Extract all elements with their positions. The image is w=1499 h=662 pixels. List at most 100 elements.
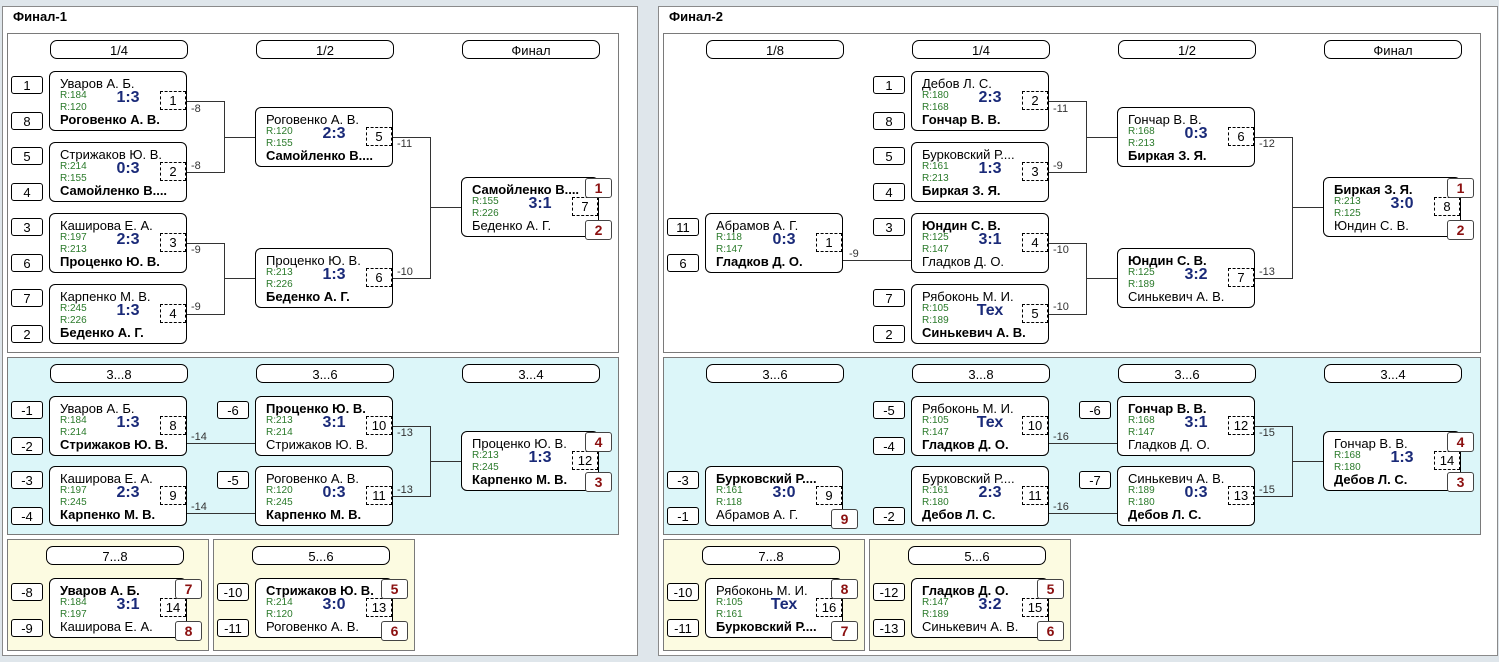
player-1-name: Гончар В. В. (1128, 112, 1202, 127)
round-header: 1/8 (706, 40, 844, 59)
loser-route-label: -15 (1259, 427, 1275, 439)
player-2-name: Дебов Л. С. (1128, 507, 1202, 522)
loser-route-label: -15 (1259, 484, 1275, 496)
player-2-name: Дебов Л. С. (1334, 472, 1408, 487)
loser-route-label: -13 (397, 484, 413, 496)
player-2-name: Гладков Д. О. (922, 437, 1009, 452)
loser-route-label: -9 (849, 248, 859, 260)
seed-box: 3 (11, 218, 43, 236)
match-number: 14 (160, 598, 186, 617)
player-1-name: Бурковский Р.... (922, 147, 1015, 162)
match-number: 13 (366, 598, 392, 617)
place-badge: 7 (175, 579, 202, 599)
player-1-name: Уваров А. Б. (60, 76, 135, 91)
match-score: 2:3 (978, 89, 1002, 106)
match-number: 11 (1022, 486, 1048, 505)
loser-route-label: -8 (191, 103, 201, 115)
seed-box: -1 (667, 507, 699, 525)
player-2-rating: R:197 (60, 609, 87, 620)
player-1-rating: R:105 (922, 303, 949, 314)
player-2-name: Карпенко М. В. (472, 472, 568, 487)
player-2-rating: R:120 (266, 609, 293, 620)
match-number: 15 (1022, 598, 1048, 617)
connector-line (1255, 496, 1293, 497)
match-number: 3 (1022, 162, 1048, 181)
match-score: 3:1 (116, 596, 140, 613)
player-1-name: Роговенко А. В. (266, 112, 360, 127)
player-2-rating: R:189 (922, 609, 949, 620)
player-1-rating: R:180 (922, 90, 949, 101)
player-1-name: Роговенко А. В. (266, 471, 360, 486)
round-header: 1/4 (912, 40, 1050, 59)
player-1-name: Проценко Ю. В. (266, 401, 366, 416)
player-2-name: Гладков Д. О. (922, 254, 1005, 269)
player-1-name: Бурковский Р.... (922, 471, 1015, 486)
connector-line (1049, 101, 1087, 102)
place-badge: 3 (1447, 472, 1474, 492)
player-1-name: Юндин С. В. (1128, 253, 1207, 268)
round-header: 3...6 (706, 364, 844, 383)
player-2-rating: R:214 (60, 427, 87, 438)
player-2-name: Самойленко В.... (60, 183, 168, 198)
seed-box: -7 (1079, 471, 1111, 489)
match-number: 10 (1022, 416, 1048, 435)
seed-box: -4 (873, 437, 905, 455)
connector-line (1292, 137, 1293, 279)
connector-line (393, 278, 431, 279)
match-score: 0:3 (322, 484, 346, 501)
player-1-rating: R:125 (922, 232, 949, 243)
connector-line (430, 461, 461, 462)
match-score: 1:3 (116, 302, 140, 319)
match-number: 11 (366, 486, 392, 505)
connector-line (224, 278, 255, 279)
seed-box: 5 (11, 147, 43, 165)
loser-route-label: -11 (397, 138, 413, 150)
player-2-rating: R:155 (60, 173, 87, 184)
player-1-rating: R:161 (716, 485, 743, 496)
place-badge: 4 (1447, 432, 1474, 452)
seed-box: -6 (1079, 401, 1111, 419)
player-1-name: Проценко Ю. В. (472, 436, 567, 451)
seed-box: -5 (873, 401, 905, 419)
player-1-rating: R:213 (1334, 196, 1361, 207)
seed-box: 1 (11, 76, 43, 94)
round-header: 1/2 (1118, 40, 1256, 59)
match-number: 2 (160, 162, 186, 181)
match-number: 6 (1228, 127, 1254, 146)
connector-line (1086, 137, 1117, 138)
round-header: 3...8 (50, 364, 188, 383)
player-1-name: Карпенко М. В. (60, 289, 151, 304)
match-number: 7 (1228, 268, 1254, 287)
player-2-rating: R:213 (1128, 138, 1155, 149)
